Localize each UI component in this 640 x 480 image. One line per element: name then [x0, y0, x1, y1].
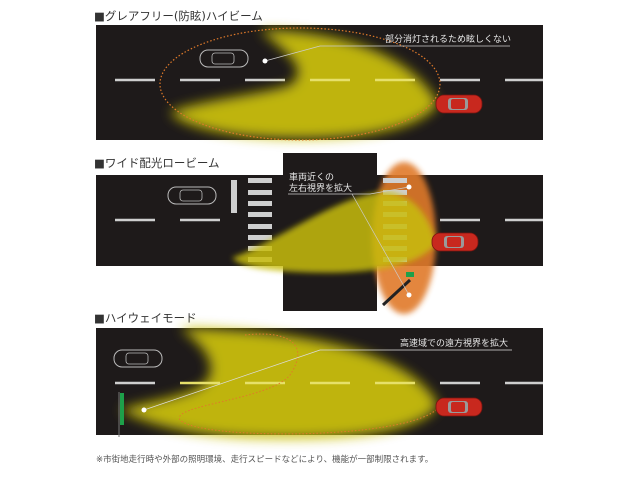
- beam-range-outline: [159, 27, 441, 141]
- section-title: ■ワイド配光ロービーム: [94, 156, 220, 170]
- section-title: ■グレアフリー(防眩)ハイビーム: [94, 9, 263, 23]
- callout-text-line1: 車両近くの: [289, 171, 334, 183]
- own-car: [435, 397, 483, 417]
- road-sign-icon: [118, 392, 124, 437]
- previous-beam-outline: [179, 333, 437, 435]
- callout-text-line2: 左右視界を拡大: [289, 182, 352, 194]
- section-highway-mode: ■ハイウェイモード 高速域での遠方視界を拡大: [94, 311, 543, 439]
- cyclist-icon: [381, 272, 414, 307]
- section-title: ■ハイウェイモード: [94, 311, 197, 325]
- high-beam: [170, 30, 438, 139]
- own-car: [435, 94, 483, 114]
- callout-text: 部分消灯されるため眩しくない: [385, 33, 511, 45]
- footnote: ※市街地走行時や外部の照明環境、走行スピードなどにより、機能が一部制限されます。: [96, 454, 433, 465]
- own-car: [431, 232, 479, 252]
- section-glare-free-high-beam: ■グレアフリー(防眩)ハイビーム 部分消灯されるため眩しくない: [94, 9, 543, 141]
- section-wide-low-beam: ■ワイド配光ロービーム 車両近くの 左右視界を拡大: [94, 153, 543, 314]
- callout-text: 高速域での遠方視界を拡大: [400, 337, 508, 349]
